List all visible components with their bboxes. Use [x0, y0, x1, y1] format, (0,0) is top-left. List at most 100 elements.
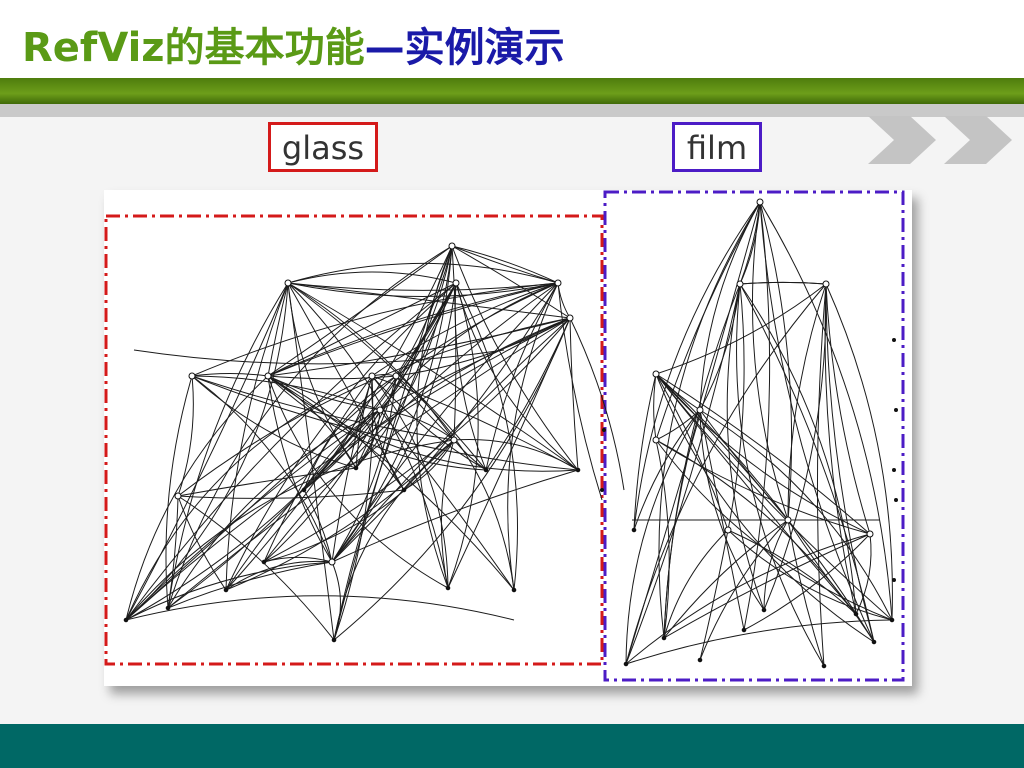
network-node — [261, 559, 267, 565]
network-edge — [658, 201, 761, 639]
network-edge — [451, 245, 571, 319]
network-edge — [655, 409, 701, 441]
network-edge — [739, 281, 827, 285]
network-edge — [699, 283, 741, 411]
network-edge — [267, 375, 381, 411]
network-node — [450, 436, 458, 444]
glass-cluster-boundary — [104, 214, 604, 666]
network-edge — [625, 533, 871, 665]
network-edge — [125, 375, 397, 621]
network-edge — [267, 375, 449, 589]
network-node — [223, 587, 229, 593]
network-edge — [167, 245, 453, 609]
network-edge — [287, 282, 571, 319]
network-edge — [726, 283, 765, 611]
network-edge — [507, 282, 559, 591]
network-edge — [485, 282, 559, 471]
network-node — [600, 488, 604, 492]
network-edge — [287, 282, 357, 469]
network-edge — [125, 561, 333, 621]
network-edge — [225, 282, 289, 591]
header-band-grey — [0, 104, 1024, 117]
network-edge — [787, 519, 825, 667]
network-node — [892, 468, 896, 472]
graph-edges — [125, 201, 893, 667]
network-node — [284, 279, 292, 287]
network-node — [892, 338, 896, 342]
network-edge — [191, 282, 559, 377]
network-edge — [167, 495, 179, 609]
network-node — [697, 657, 703, 663]
network-node — [188, 372, 196, 380]
network-edge — [167, 282, 289, 609]
network-edge — [699, 409, 893, 621]
network-edge — [625, 619, 893, 665]
footer-band — [0, 724, 1024, 768]
network-edge — [743, 533, 871, 631]
network-edge — [403, 282, 559, 491]
network-edge — [267, 375, 515, 591]
network-edge — [663, 529, 729, 639]
network-edge — [125, 375, 373, 621]
network-edge — [447, 317, 571, 589]
network-edge — [395, 245, 453, 377]
network-edge — [655, 373, 871, 535]
network-edge — [451, 245, 579, 471]
network-edge — [167, 317, 571, 609]
network-edge — [485, 317, 571, 471]
network-edge — [191, 375, 357, 469]
network-node — [331, 637, 337, 643]
network-edge — [263, 282, 559, 563]
network-edge — [759, 201, 793, 521]
network-edge — [699, 409, 789, 521]
network-edge — [655, 373, 875, 643]
graph-nodes — [123, 198, 898, 669]
network-edge — [267, 375, 397, 380]
network-node — [892, 578, 896, 582]
network-node — [784, 516, 792, 524]
network-edge — [416, 245, 453, 589]
network-node — [756, 198, 764, 206]
network-edge — [625, 283, 741, 665]
chevron-right-icon — [944, 116, 1012, 164]
network-edge — [655, 373, 893, 621]
network-edge — [699, 409, 765, 611]
network-edge — [331, 375, 397, 563]
network-edge — [303, 375, 397, 491]
network-edge — [655, 283, 827, 375]
network-edge — [191, 375, 455, 441]
network-node — [894, 498, 898, 502]
network-node — [353, 465, 359, 471]
network-edge — [739, 283, 857, 615]
network-edge — [787, 283, 827, 521]
network-edge — [287, 282, 559, 291]
network-edge — [263, 317, 571, 563]
network-edge — [267, 282, 559, 377]
network-node — [724, 526, 732, 534]
network-edge — [739, 283, 875, 643]
network-node — [761, 607, 767, 613]
network-edge — [191, 375, 333, 563]
citation-network-graph — [104, 190, 905, 682]
network-edge — [453, 439, 579, 471]
network-edge — [287, 282, 487, 471]
network-edge — [191, 373, 269, 377]
network-node — [822, 280, 830, 288]
network-node — [452, 279, 460, 287]
network-edge — [739, 201, 761, 285]
network-edge — [633, 373, 657, 531]
network-node — [445, 585, 451, 591]
network-edge — [287, 262, 559, 284]
page-title: RefViz的基本功能—实例演示 — [22, 24, 565, 72]
network-edge — [355, 245, 453, 469]
header-band-green — [0, 78, 1024, 104]
network-edge — [331, 489, 405, 563]
title-bar: RefViz的基本功能—实例演示 — [0, 0, 1024, 78]
network-edge — [451, 245, 559, 284]
network-edge — [331, 469, 579, 563]
network-edge — [287, 282, 335, 641]
network-edge — [403, 439, 455, 491]
network-edge — [287, 271, 457, 284]
network-node — [301, 487, 307, 493]
network-edge — [736, 283, 825, 667]
